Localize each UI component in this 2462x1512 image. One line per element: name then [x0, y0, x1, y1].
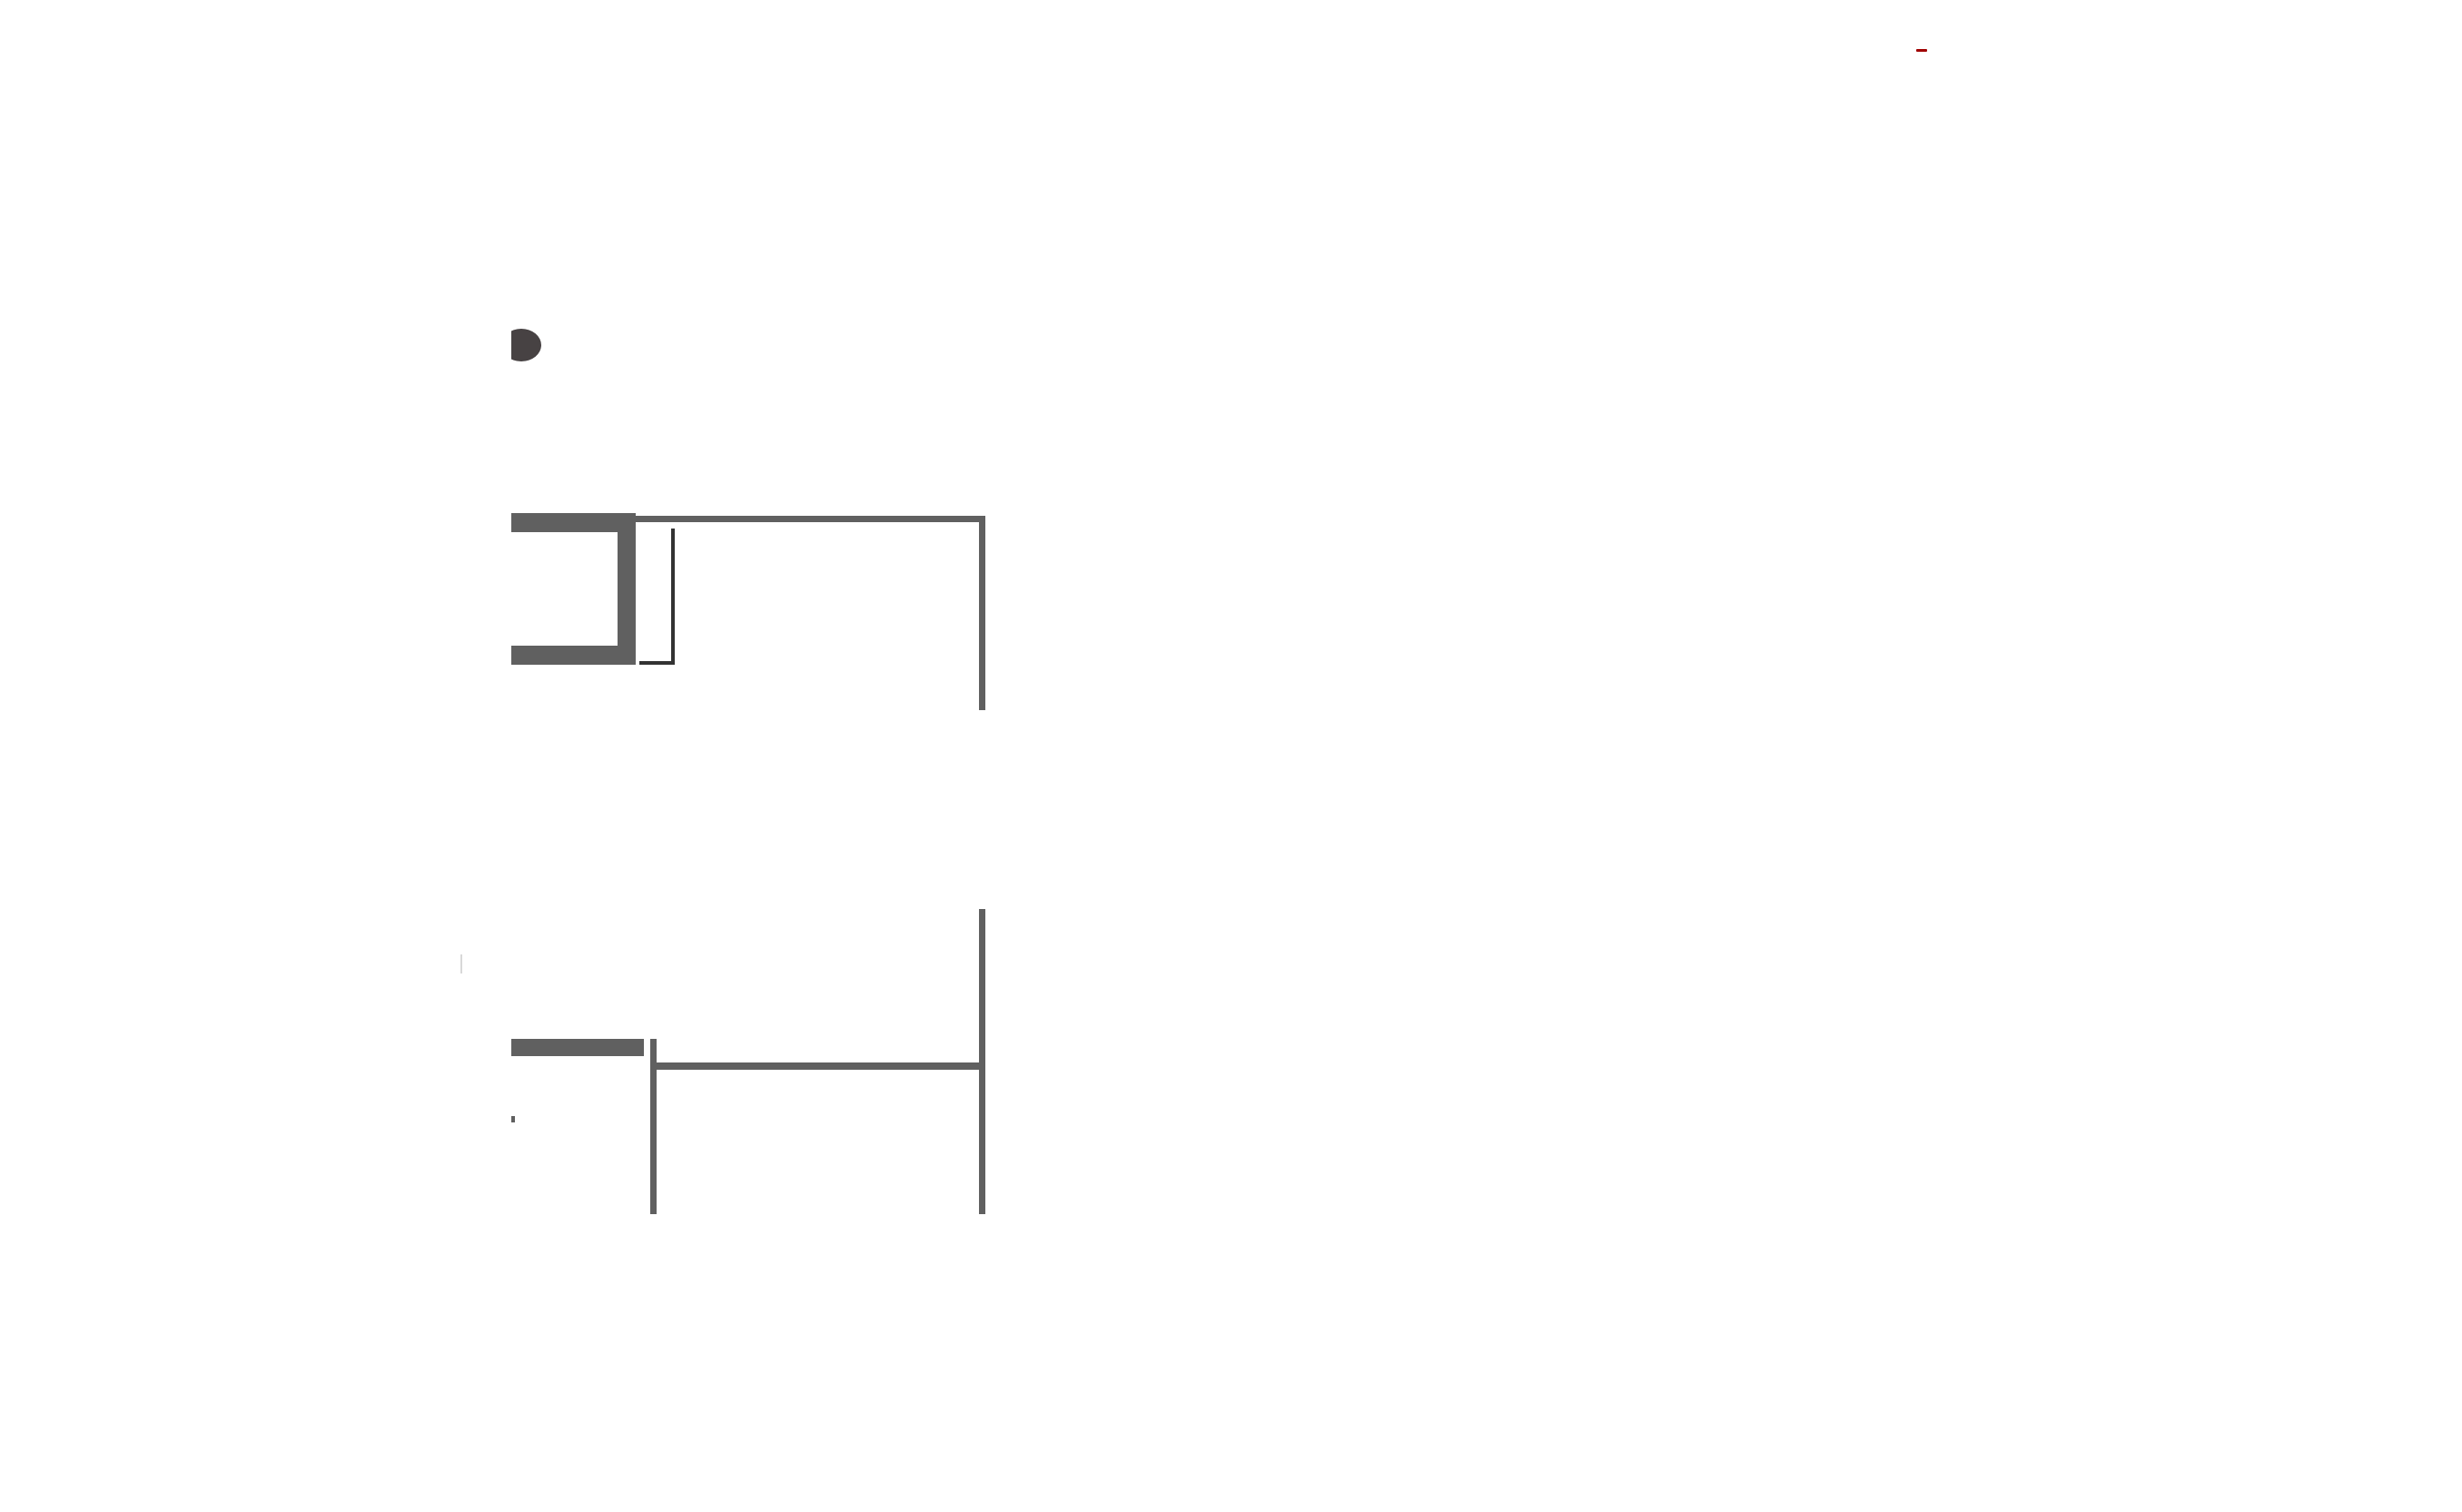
upper-thick-bottom-bar	[511, 646, 636, 665]
upper-thick-top-bar	[511, 513, 636, 532]
upper-right-vertical-line	[979, 516, 985, 710]
lower-left-vertical-line	[650, 1039, 657, 1214]
upper-thin-top-line	[636, 516, 985, 522]
lower-horizontal-line	[657, 1062, 979, 1070]
dot-clip	[498, 322, 511, 368]
upper-inner-vertical-line	[671, 529, 675, 665]
red-marker-icon	[1916, 49, 1927, 52]
lower-thick-bar	[511, 1039, 644, 1056]
lower-small-tick	[511, 1116, 515, 1122]
upper-inner-bottom-line	[639, 661, 675, 665]
faint-line	[460, 954, 462, 973]
lower-right-vertical-line	[979, 909, 985, 1214]
upper-thick-vertical-bar	[618, 513, 636, 665]
